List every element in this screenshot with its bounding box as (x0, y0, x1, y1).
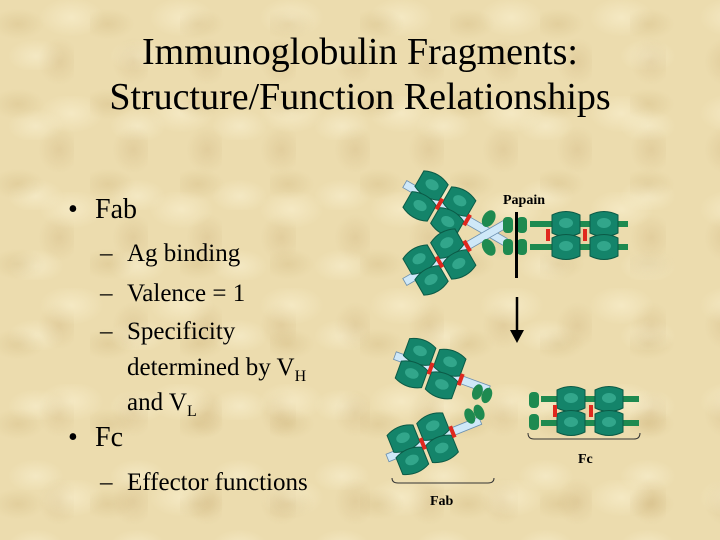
title-line-2: Structure/Function Relationships (109, 76, 611, 118)
bullet-dot-icon: • (68, 194, 78, 225)
intact-fc-stem (530, 211, 628, 260)
fab-label: Fab (430, 494, 454, 509)
title-line-1: Immunoglobulin Fragments: (142, 31, 578, 73)
sub-bullet-specificity: –Specificity (100, 313, 235, 350)
bullet-fc: •Fc (68, 422, 123, 453)
papain-label: Papain (503, 193, 546, 208)
dash-icon: – (100, 469, 113, 496)
intact-antibody (400, 167, 628, 299)
sub-bullet-ag-binding: –Ag binding (100, 235, 240, 272)
fc-bracket (527, 432, 641, 440)
fab-fragment-2 (385, 404, 485, 479)
fc-label: Fc (578, 452, 593, 467)
papain-cleavage-line (515, 212, 518, 278)
intact-fab-arm-lower (400, 219, 508, 299)
digestion-arrow (510, 297, 524, 343)
bullet-dot-icon: • (68, 422, 78, 453)
dash-icon: – (100, 280, 113, 307)
dash-icon: – (100, 240, 113, 267)
fab-fragment-1 (393, 334, 493, 404)
sub-bullet-valence: –Valence = 1 (100, 275, 245, 312)
sub-bullet-effector: –Effector functions (100, 464, 308, 501)
specificity-line-2: determined by VH (127, 354, 307, 385)
bullet-fab: •Fab (68, 194, 137, 225)
slide-title: Immunoglobulin Fragments: Structure/Func… (0, 30, 720, 120)
dash-icon: – (100, 318, 113, 345)
intact-hinge (503, 217, 527, 255)
specificity-line-3: and VL (127, 389, 197, 420)
fc-fragment (529, 386, 639, 436)
fab-bracket (391, 477, 495, 484)
